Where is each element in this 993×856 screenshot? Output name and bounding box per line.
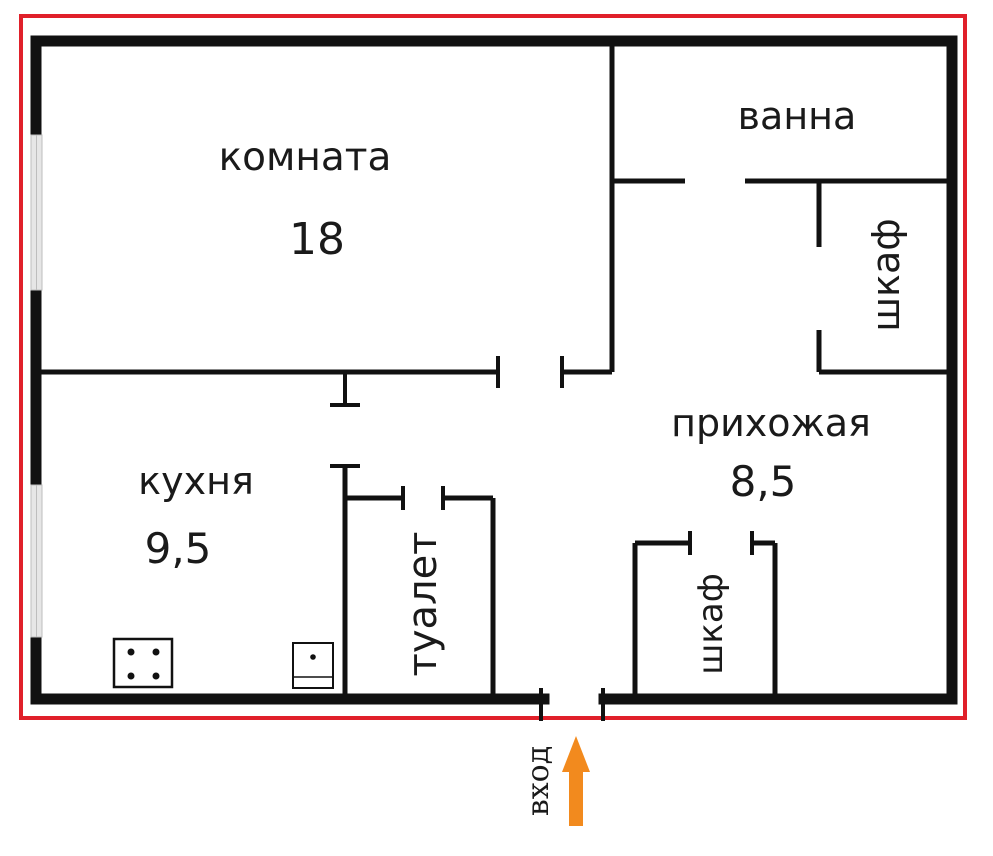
room-area-kuhnya: 9,5: [145, 524, 212, 573]
room-label-tualet: туалет: [400, 532, 446, 677]
room-label-komnata: комната: [219, 135, 392, 180]
door-ticks: [330, 356, 754, 721]
room-label-shkaf-top: шкаф: [864, 218, 908, 332]
entrance-arrow-icon: [562, 736, 590, 826]
stove-icon: [112, 637, 174, 689]
entrance-label: вход: [521, 746, 556, 816]
room-area-komnata: 18: [289, 214, 345, 265]
sink-icon: [292, 642, 334, 689]
room-label-shkaf-bottom: шкаф: [691, 573, 731, 675]
room-label-prihozhaya: прихожая: [671, 401, 871, 445]
room-label-kuhnya: кухня: [138, 459, 254, 503]
interior-walls: [41, 41, 947, 699]
plan-outline: [19, 14, 967, 720]
room-area-prihozhaya: 8,5: [730, 457, 797, 506]
room-label-vanna: ванна: [738, 94, 857, 138]
